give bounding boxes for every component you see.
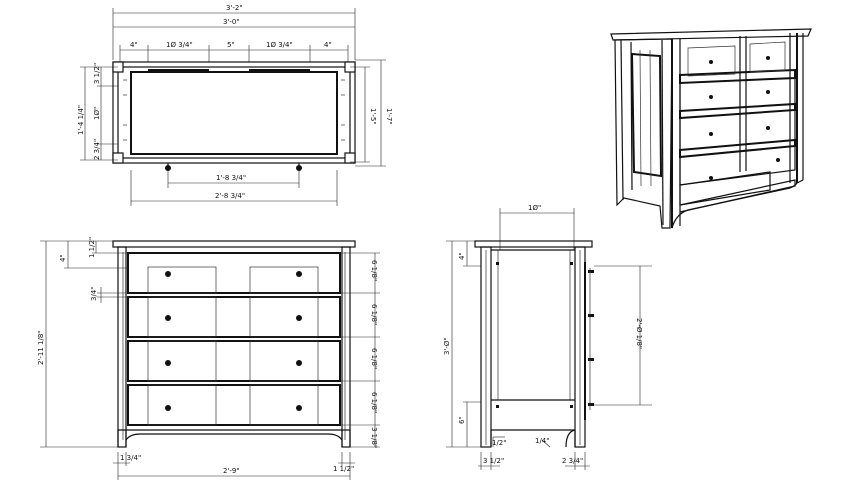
front-view: 2'-11 1/8" 4" 1 1/2" 3/4" 6 1/8" 6 1/8" … [37,237,380,480]
dim-left-total: 1'-4 1/4" [77,105,85,135]
dim-bottom-inner: 1'-8 3/4" [216,174,246,182]
dim-left-3: 2 3/4" [93,139,101,160]
dim-front-right-leg: 1 1/2" [333,465,354,473]
dim-side-base-height: 6" [458,416,466,424]
isometric-view [610,28,812,229]
dim-side-foot-radius: 1/2" [492,439,507,447]
dim-front-left-leg: 1 3/4" [120,454,141,462]
top-view: 3'-2" 3'-0" 4" 1Ø 3/4" 5" 1Ø 3/4" 4" [77,4,393,206]
dim-seg-3: 5" [227,41,235,49]
dim-bottom-outer: 2'-8 3/4" [215,192,245,200]
dim-left-2: 1Ø" [93,107,101,120]
dim-side-drawer-run: 2'-Ø 1/8" [635,318,643,349]
dim-front-base: 3 1/8" [370,427,378,448]
dim-seg-5: 4" [324,41,332,49]
dim-front-drawer-3: 6 1/8" [370,348,378,369]
dim-left-1: 3 1/2" [93,63,101,84]
dim-front-drawer-2: 6 1/8" [370,304,378,325]
dim-case-width: 3'-0" [223,18,240,26]
dim-right-inner: 1'-5" [369,108,377,125]
dim-front-top-thickness: 1 1/2" [88,237,96,258]
dim-side-top-offset: 4" [458,252,466,260]
dim-side-right-leg: 2 3/4" [562,457,583,465]
dim-side-left-leg: 3 1/2" [483,457,504,465]
side-view: 1Ø" 3'-Ø" 4" 6" 2'-Ø 1/8" 1/2" 1/4" 3 1/… [443,204,652,470]
dim-front-width: 2'-9" [223,467,240,475]
dim-seg-4: 1Ø 3/4" [266,41,293,49]
dim-side-foot-notch: 1/4" [535,437,550,445]
dim-front-top-offset: 4" [59,254,67,262]
dim-seg-1: 4" [130,41,138,49]
dim-front-total-height: 2'-11 1/8" [37,330,45,365]
dim-right-outer: 1'-7" [385,108,393,125]
dim-front-drawer-4: 6 1/8" [370,392,378,413]
dim-seg-2: 1Ø 3/4" [166,41,193,49]
dim-front-rail: 3/4" [90,287,98,302]
dim-side-depth: 1Ø" [528,204,541,212]
dim-overall-width: 3'-2" [226,4,243,12]
dim-front-drawer-1: 6 1/8" [370,260,378,281]
dim-side-height: 3'-Ø" [443,337,451,355]
